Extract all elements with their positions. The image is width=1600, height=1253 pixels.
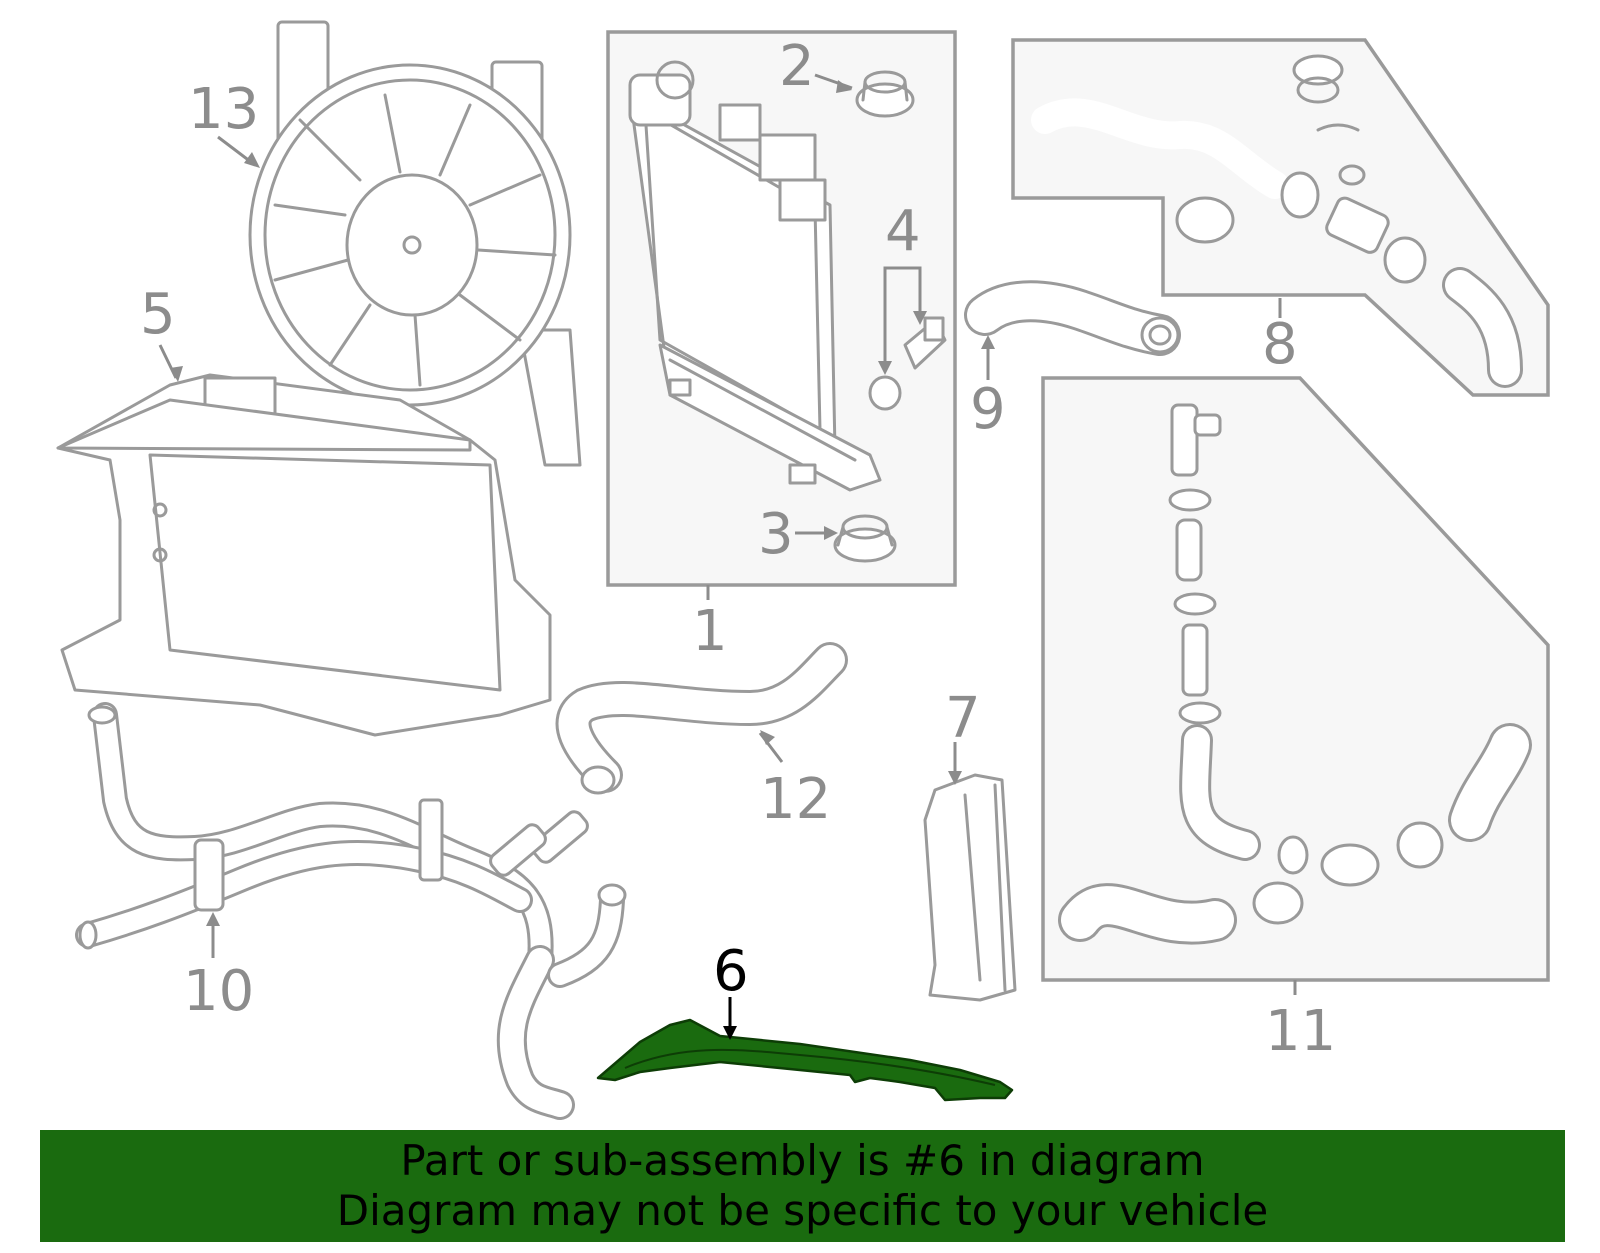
part-fan-13[interactable] <box>248 20 582 467</box>
part-drain-plug-4[interactable] <box>868 316 947 411</box>
part-hose-kit-8[interactable] <box>1031 54 1523 388</box>
part-hose-9[interactable] <box>964 280 1181 356</box>
callout-9: 9 <box>970 377 1006 442</box>
banner-line-1: Part or sub-assembly is #6 in diagram <box>400 1136 1205 1185</box>
part-hose-kit-11[interactable] <box>1058 403 1532 945</box>
part-shroud-5[interactable] <box>56 373 552 737</box>
callout-2: 2 <box>779 34 815 99</box>
callout-8: 8 <box>1262 312 1298 377</box>
callout-13: 13 <box>188 77 259 142</box>
part-cap-3[interactable] <box>833 514 897 563</box>
callout-1: 1 <box>692 599 728 664</box>
info-banner: Part or sub-assembly is #6 in diagram Di… <box>40 1130 1565 1242</box>
leader-4 <box>883 266 922 370</box>
callout-5: 5 <box>140 282 176 347</box>
callout-6: 6 <box>713 939 749 1004</box>
part-6-highlighted[interactable] <box>596 1018 1014 1102</box>
callout-3: 3 <box>758 502 794 567</box>
callout-12: 12 <box>760 767 831 832</box>
part-hose-12[interactable] <box>555 642 848 795</box>
callout-7: 7 <box>945 686 981 751</box>
part-pipe-assembly-10[interactable] <box>75 702 627 1120</box>
part-radiator[interactable] <box>628 60 882 492</box>
callout-10: 10 <box>183 959 254 1024</box>
part-seal-7[interactable] <box>923 773 1017 1002</box>
part-cap-2[interactable] <box>855 70 915 118</box>
leader-arrowheads <box>170 80 995 926</box>
callout-4: 4 <box>885 199 921 264</box>
callout-11: 11 <box>1265 999 1336 1064</box>
banner-line-2: Diagram may not be specific to your vehi… <box>336 1186 1269 1235</box>
leader-6-arrowhead <box>723 1026 737 1040</box>
